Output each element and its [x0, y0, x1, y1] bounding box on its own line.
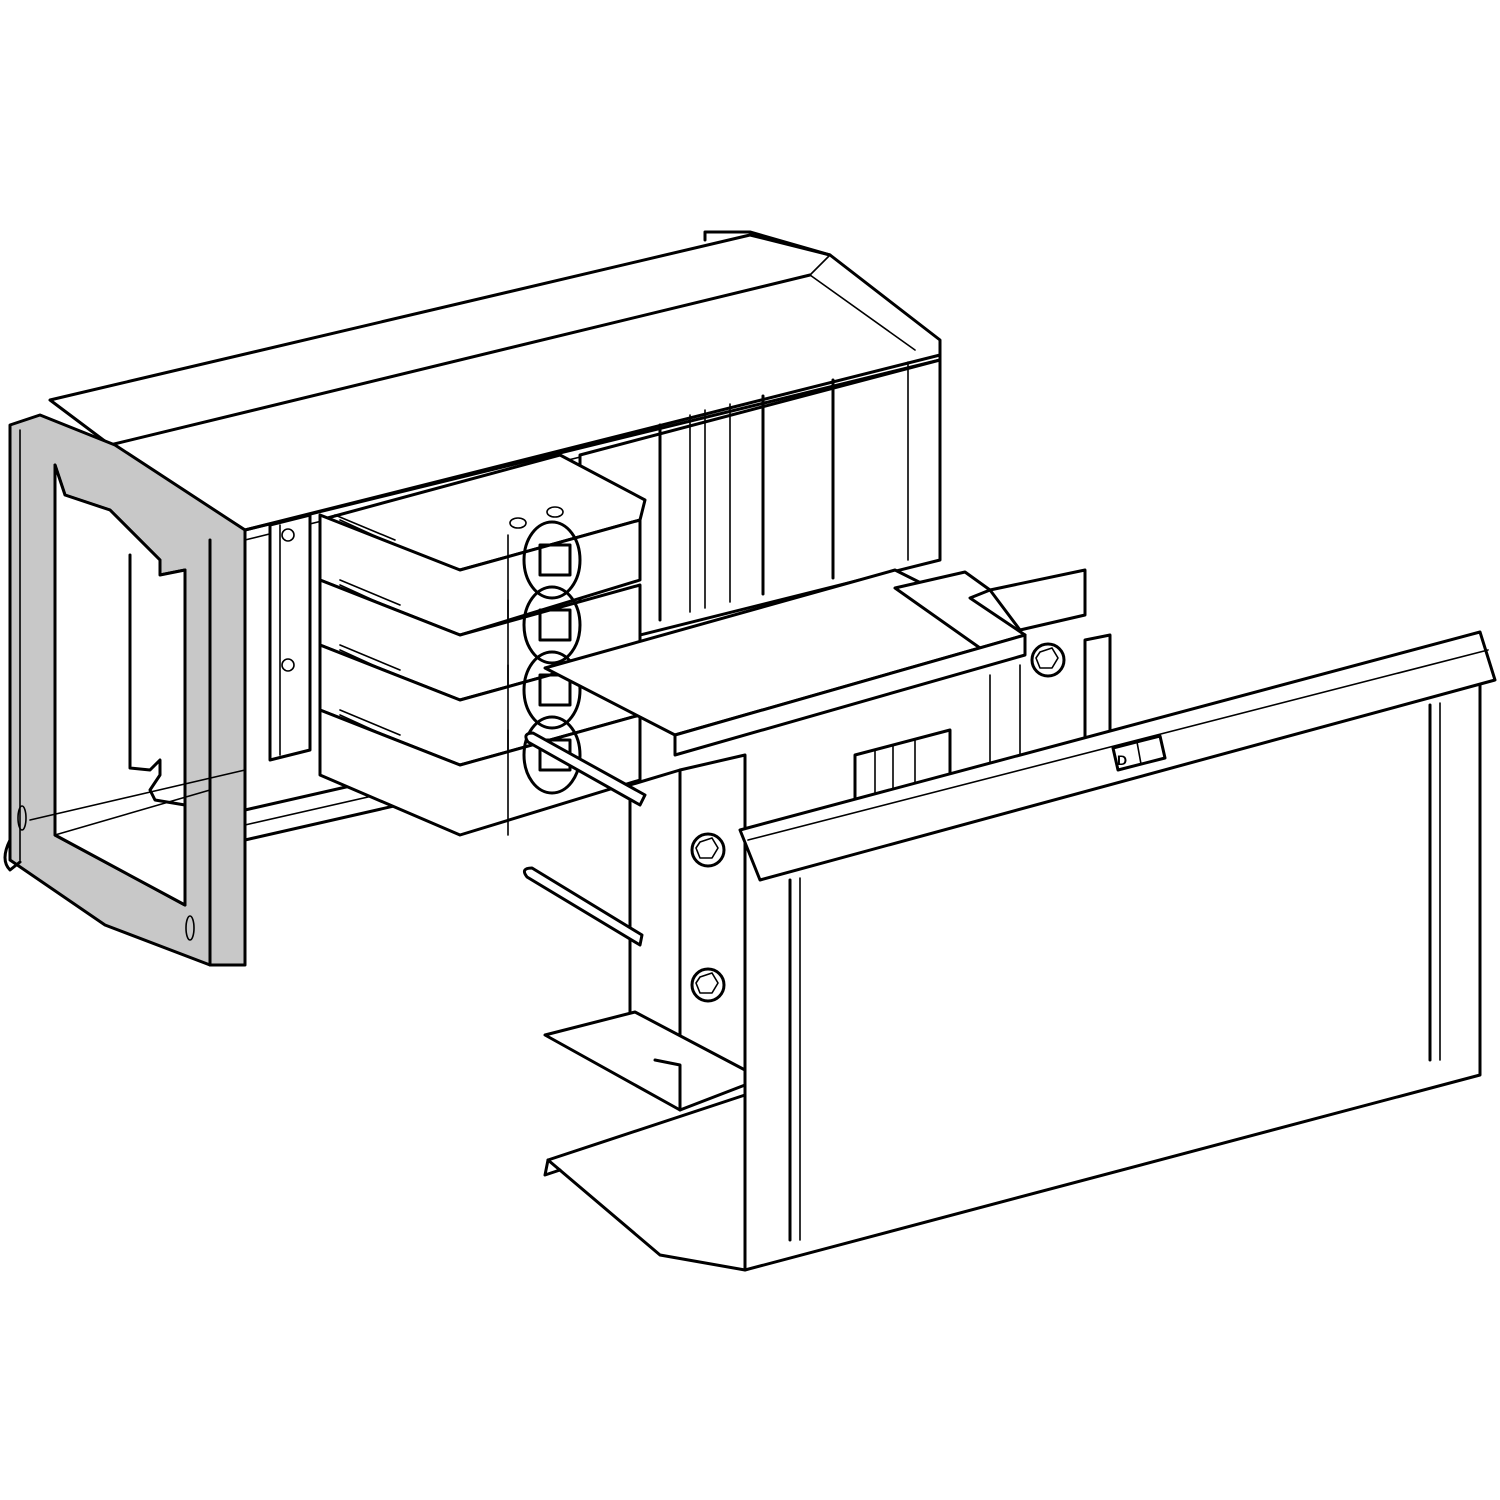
end-frame: [3, 413, 247, 967]
bracket: [628, 633, 1112, 1102]
rods: [522, 731, 647, 947]
hex-bolt-icon: [690, 967, 726, 1003]
hex-bolt-icon: [1030, 642, 1066, 678]
terminal-row: [318, 708, 642, 837]
label-glyph: D: [1117, 752, 1127, 768]
hex-bolt-icon: [690, 832, 726, 868]
label-tag: D: [1111, 734, 1167, 772]
connector-box: [543, 568, 1087, 802]
front-cover: D: [738, 630, 1497, 1272]
housing: [48, 230, 942, 842]
